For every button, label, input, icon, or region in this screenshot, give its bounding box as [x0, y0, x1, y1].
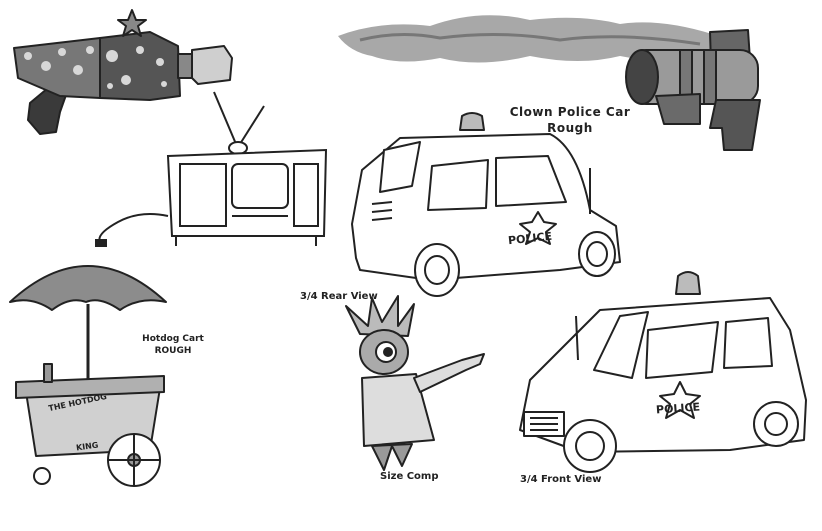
- hotdog-cart-icon: [9, 265, 167, 487]
- front-view-caption: 3/4 Front View: [520, 474, 602, 485]
- star-gun-icon: [13, 9, 233, 135]
- police-car-front-icon: [519, 271, 807, 473]
- hotdog-cart-caption-line1: Hotdog Cart: [142, 334, 204, 344]
- tv-icon: [95, 91, 328, 247]
- police-car-title-line1: Clown Police Car: [509, 105, 631, 119]
- cannon-icon: [338, 15, 761, 151]
- rear-view-caption: 3/4 Rear View: [300, 291, 378, 302]
- size-comp-caption: Size Comp: [380, 471, 439, 482]
- police-car-title: Clown Police Car Rough: [500, 104, 640, 136]
- hotdog-cart-caption: Hotdog Cart ROUGH: [138, 333, 208, 357]
- clown-figure-icon: [345, 295, 485, 471]
- police-car-rear-icon: [351, 112, 621, 297]
- police-car-title-line2: Rough: [547, 121, 593, 135]
- hotdog-cart-caption-line2: ROUGH: [154, 346, 192, 356]
